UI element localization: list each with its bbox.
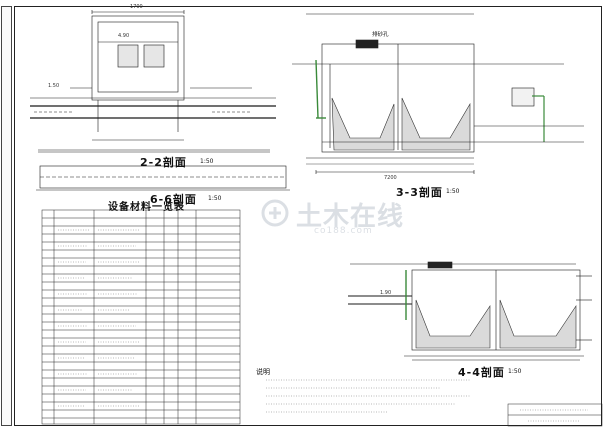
elevation-150-label: 1.50 <box>48 83 60 89</box>
section-3-3-scale: 1:50 <box>446 188 460 195</box>
binding-strip <box>1 6 12 426</box>
notes-title: 说明 <box>256 368 270 376</box>
section-6-6-scale: 1:50 <box>208 195 222 202</box>
section-6-6-drawing <box>36 165 290 191</box>
title-block <box>507 403 603 427</box>
title-block-placeholders <box>520 409 588 422</box>
dimension-1700-label: 1700 <box>130 4 143 10</box>
notes-text-placeholders <box>266 379 470 413</box>
equipment-table-frame <box>41 209 241 425</box>
elevation-190-label: 1.90 <box>380 290 392 296</box>
section-2-2-scale: 1:50 <box>200 158 214 165</box>
watermark-text-en: co188.com <box>314 226 373 236</box>
section-6-6-title: 6-6剖面 <box>150 193 197 206</box>
section-3-3-title: 3-3剖面 <box>396 186 443 199</box>
sheet-border <box>14 6 602 426</box>
elevation-490-label: 4.90 <box>118 33 130 39</box>
watermark-text-cn: 土木在线 <box>296 202 405 232</box>
table-text-placeholders <box>58 229 140 407</box>
section-2-2-title: 2-2剖面 <box>140 156 187 169</box>
watermark-logo-icon <box>261 199 289 227</box>
site-watermark: 土木在线 co188.com <box>256 192 426 242</box>
sand-outlet-label: 排砂孔 <box>372 32 389 38</box>
equipment-table-title: 设备材料一览表 <box>108 202 185 213</box>
dimension-7200-label: 7200 <box>384 175 397 181</box>
section-4-4-title: 4-4剖面 <box>458 366 505 379</box>
section-4-4-scale: 1:50 <box>508 368 522 375</box>
section-4-4-drawing <box>348 261 592 361</box>
section-3-3-drawing <box>292 13 584 174</box>
section-2-2-drawing <box>30 10 276 153</box>
